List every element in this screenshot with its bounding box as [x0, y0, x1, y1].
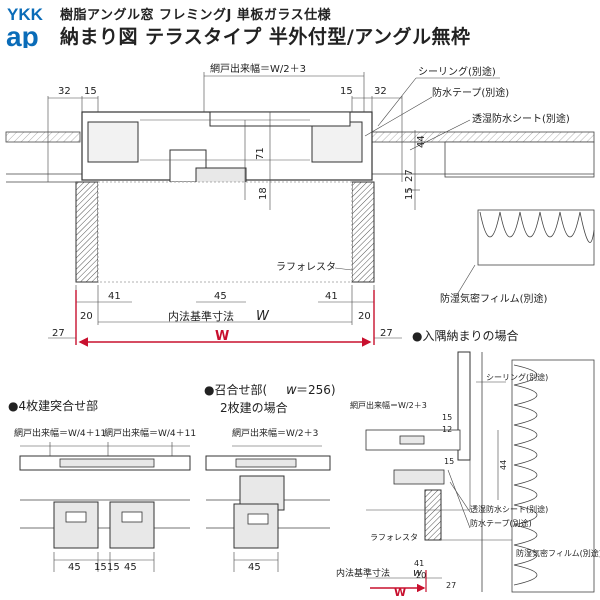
label-vapor-film: 防湿気密フィルム(別途): [440, 292, 548, 305]
siding-right: [371, 131, 595, 143]
corner-dim-20: 20: [416, 571, 426, 580]
post-right: [351, 181, 375, 283]
dim-top-32-left: 32: [58, 86, 71, 97]
dim-bottom-41-right: 41: [325, 291, 338, 302]
page-title-line2: 納まり図 テラスタイプ 半外付型/アングル無枠: [60, 26, 471, 48]
corner-breathable-sheet: 透湿防水シート(別途): [470, 504, 548, 514]
meeting-section: ●召合せ部( w ＝256) 2枚建の場合 網戸出来幅＝W/2＋3 45: [204, 382, 336, 573]
dim-bottom-41-left: 41: [108, 291, 121, 302]
four-panel-sash-left: [53, 501, 99, 549]
main-section: 網戸出来幅＝W/2＋3 32 15 15 32 44 71 27 18 15 4…: [5, 62, 595, 347]
corner-dim-41: 41: [414, 559, 424, 568]
four-panel-dim-45-right: 45: [124, 562, 137, 573]
ykk-ap-logo: YKK ap: [6, 4, 48, 48]
dim-top-15-left: 15: [84, 86, 97, 97]
insulation: [477, 209, 595, 266]
brand-bottom: ap: [6, 21, 39, 48]
corner-section: ●入隅納まりの場合 シーリング(別途) 網戸出来幅＝W/2＋3 15 12 44…: [336, 328, 600, 599]
dim-bottom-20-left: 20: [80, 311, 93, 322]
corner-heading: ●入隅納まりの場合: [412, 328, 518, 343]
corner-dim-15b: 15: [444, 457, 454, 466]
meeting-sash-lower: [233, 503, 279, 549]
dim-top-32-right: 32: [374, 86, 387, 97]
corner-basis-dimension: 内法基準寸法: [336, 567, 390, 579]
label-waterproof-tape: 防水テープ(別途): [432, 86, 509, 99]
corner-basis-symbol: w: [413, 566, 422, 579]
four-panel-sash-right: [109, 501, 155, 549]
corner-insulation: [511, 359, 595, 593]
wall-frame: [444, 141, 595, 178]
meeting-screen-width: 網戸出来幅＝W/2＋3: [232, 427, 318, 439]
corner-sealing: シーリング(別途): [486, 372, 548, 382]
four-panel-dim-45-left: 45: [68, 562, 81, 573]
dim-side-44: 44: [416, 135, 427, 148]
meeting-heading-line1: ●召合せ部(: [204, 382, 267, 397]
dim-bottom-27-right: 27: [380, 328, 393, 339]
meeting-heading-line2: 2枚建の場合: [220, 400, 288, 415]
dim-bottom-45: 45: [214, 291, 227, 302]
label-lath: ラフォレスタ: [276, 261, 336, 273]
four-panel-screen-left: 網戸出来幅＝W/4＋11: [14, 427, 106, 439]
dim-bottom-20-right: 20: [358, 311, 371, 322]
four-panel-dim-15-right: 15: [107, 562, 120, 573]
dim-side-15: 15: [404, 187, 415, 200]
meeting-dim-45: 45: [248, 562, 261, 573]
w-label: W: [215, 329, 229, 344]
basis-dimension-symbol: W: [256, 309, 270, 324]
corner-lath: ラフォレスタ: [370, 533, 418, 542]
screen-width-main: 網戸出来幅＝W/2＋3: [210, 62, 306, 75]
meeting-heading-w: w: [286, 383, 297, 398]
corner-vapor-film: 防湿気密フィルム(別途): [516, 548, 600, 558]
corner-waterproof-tape: 防水テープ(別途): [470, 518, 532, 528]
dim-side-71: 71: [255, 147, 266, 160]
page-title-line1: 樹脂アングル窓 フレミングJ 単板ガラス仕様: [60, 8, 332, 23]
label-breathable-sheet: 透湿防水シート(別途): [472, 112, 570, 125]
four-panel-section: ●4枚建突合せ部 網戸出来幅＝W/4＋11 網戸出来幅＝W/4＋11 45 15…: [8, 398, 196, 573]
label-sealing: シーリング(別途): [418, 65, 496, 78]
four-panel-screen-right: 網戸出来幅＝W/4＋11: [104, 427, 196, 439]
corner-w-label: W: [394, 586, 406, 599]
dim-side-27: 27: [404, 169, 415, 182]
post-left: [75, 181, 99, 283]
siding-left: [5, 131, 81, 143]
four-panel-dim-15-left: 15: [94, 562, 107, 573]
basis-dimension-label: 内法基準寸法: [168, 309, 234, 323]
dim-bottom-27-left: 27: [52, 328, 65, 339]
corner-dim-27: 27: [446, 581, 456, 590]
four-panel-heading: ●4枚建突合せ部: [8, 398, 98, 413]
corner-screen-width: 網戸出来幅＝W/2＋3: [350, 400, 427, 410]
corner-dim-44: 44: [499, 460, 508, 470]
corner-dim-15: 15: [442, 413, 452, 422]
corner-dim-12: 12: [442, 425, 452, 434]
dim-side-18: 18: [258, 187, 269, 200]
meeting-heading-value: ＝256): [296, 383, 336, 397]
dim-top-15-right: 15: [340, 86, 353, 97]
corner-post: [424, 489, 442, 541]
brand-top: YKK: [7, 5, 44, 24]
